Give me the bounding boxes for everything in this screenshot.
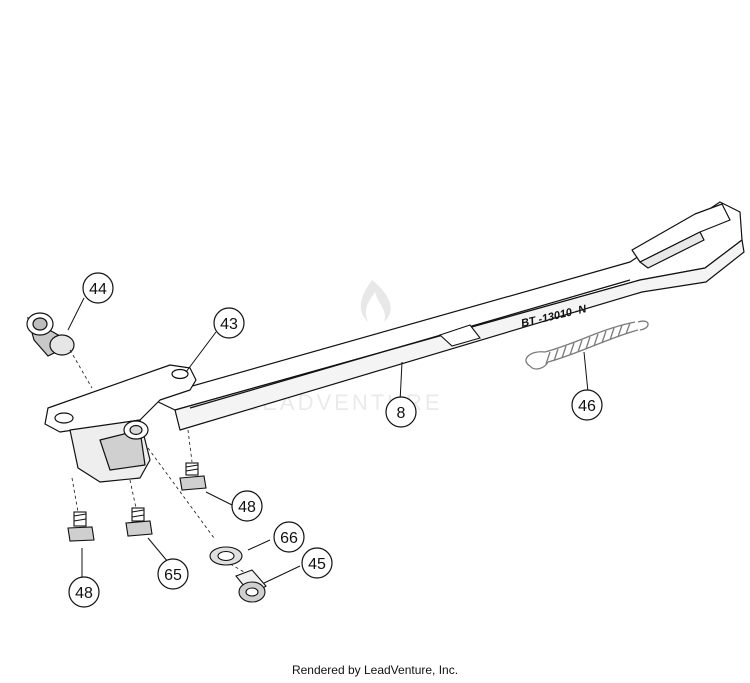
leader-lines: [67, 297, 589, 585]
pivot-bolt: [235, 569, 267, 603]
callout-43: 43: [213, 307, 245, 339]
callout-45: 45: [301, 547, 333, 579]
callout-44: 44: [82, 272, 114, 304]
pivot-bracket: [44, 364, 197, 483]
footer-credit: Rendered by LeadVenture, Inc.: [291, 663, 459, 677]
flame-icon: [360, 280, 391, 322]
callout-number: 44: [89, 281, 107, 298]
callout-48-upper: 48: [231, 490, 263, 522]
callout-number: 66: [280, 530, 298, 547]
bolt-48-upper: [179, 462, 207, 491]
callout-66: 66: [273, 521, 305, 553]
callout-number: 48: [75, 585, 93, 602]
callout-number: 46: [578, 398, 596, 415]
spring: [525, 320, 649, 370]
bolt-48-lower: [67, 511, 95, 542]
bushing: [26, 312, 75, 357]
callout-number: 43: [220, 316, 238, 333]
bolt-65: [125, 507, 153, 537]
spring-hook-tab: [438, 324, 481, 347]
callout-number: 65: [164, 567, 182, 584]
callout-65: 65: [157, 558, 189, 590]
callout-number: 8: [397, 405, 406, 422]
callout-48-lower: 48: [68, 576, 100, 608]
callout-number: 45: [308, 556, 326, 573]
callout-8: 8: [385, 396, 417, 428]
washer: [209, 546, 243, 566]
assembly-axes: [69, 349, 245, 573]
callout-46: 46: [571, 389, 603, 421]
callout-number: 48: [238, 499, 256, 516]
